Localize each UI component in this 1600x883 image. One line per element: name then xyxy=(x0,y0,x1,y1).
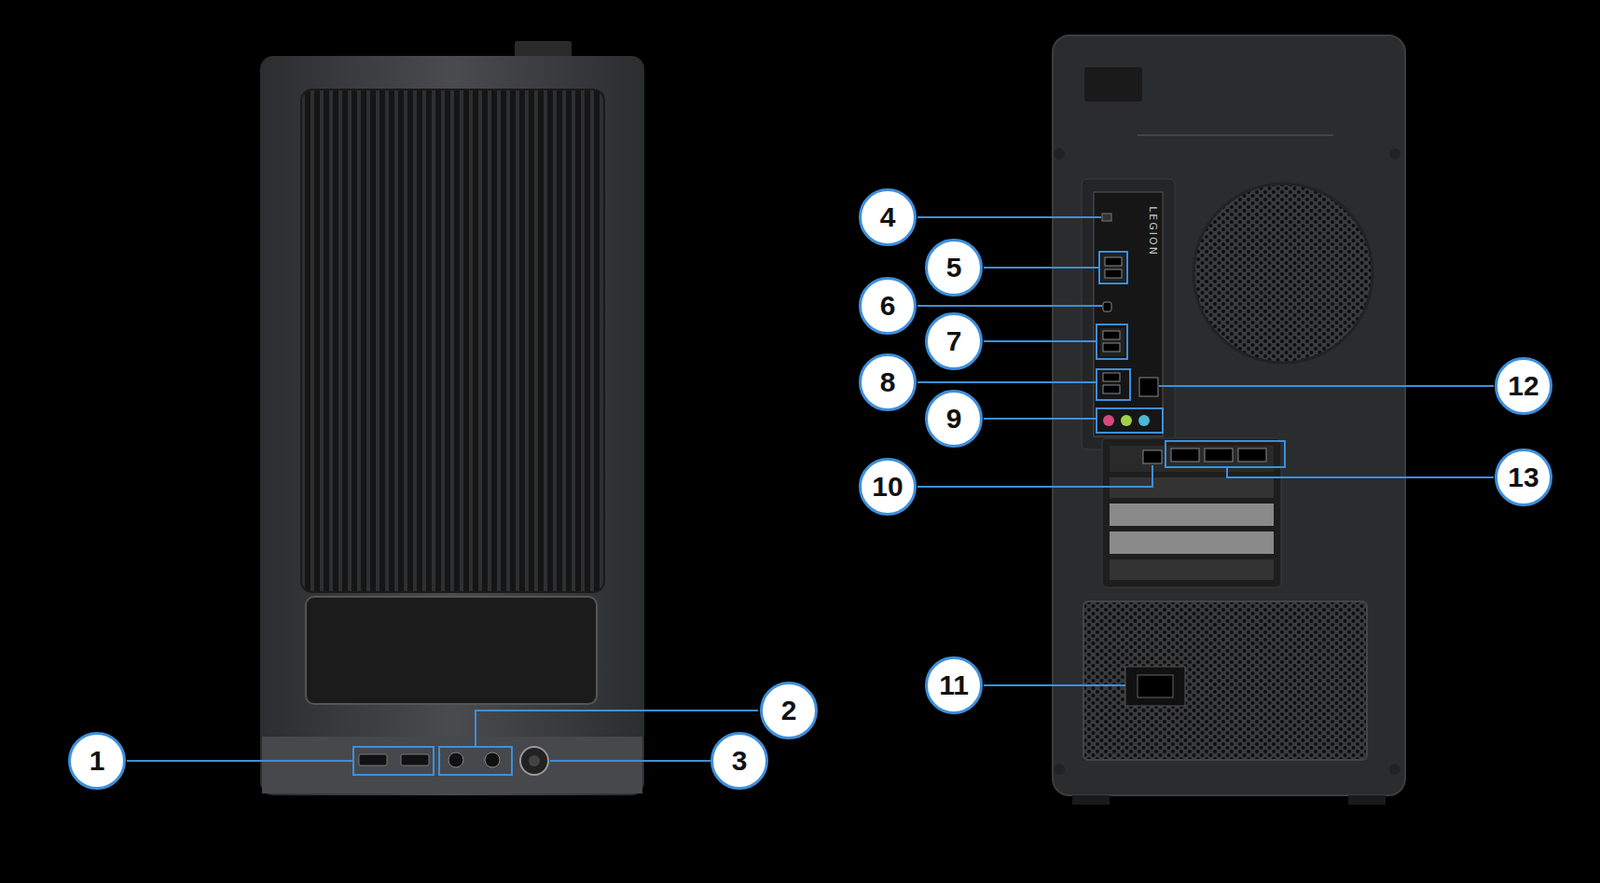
callout-circle: 13 xyxy=(1494,448,1553,507)
callout-circle: 6 xyxy=(858,276,917,335)
callout-circle: 1 xyxy=(68,731,126,790)
callout-circle: 11 xyxy=(924,656,983,715)
callout-circle: 8 xyxy=(858,353,917,412)
callout-number: 12 xyxy=(1507,372,1539,400)
callout-number: 9 xyxy=(946,404,963,433)
callout-number: 7 xyxy=(946,327,963,356)
callout-circle: 3 xyxy=(710,731,769,790)
callout-number: 8 xyxy=(880,368,897,397)
callout-number: 2 xyxy=(781,696,798,725)
callout-circle: 5 xyxy=(924,238,983,297)
brand-text: LEGION xyxy=(1146,206,1159,257)
callout-number: 5 xyxy=(946,253,963,282)
callout-number: 1 xyxy=(89,746,106,775)
callout-circle: 12 xyxy=(1494,357,1553,415)
callout-number: 13 xyxy=(1507,463,1539,492)
callout-circle: 4 xyxy=(858,188,917,247)
callout-number: 3 xyxy=(731,746,748,775)
callout-circle: 9 xyxy=(924,389,983,448)
callout-number: 6 xyxy=(880,291,897,320)
callout-circle: 10 xyxy=(858,457,917,516)
callout-number: 11 xyxy=(938,671,969,700)
callout-circle: 2 xyxy=(759,681,818,740)
callout-circle: 7 xyxy=(924,312,983,371)
callout-number: 10 xyxy=(871,472,903,501)
callout-number: 4 xyxy=(880,203,897,232)
